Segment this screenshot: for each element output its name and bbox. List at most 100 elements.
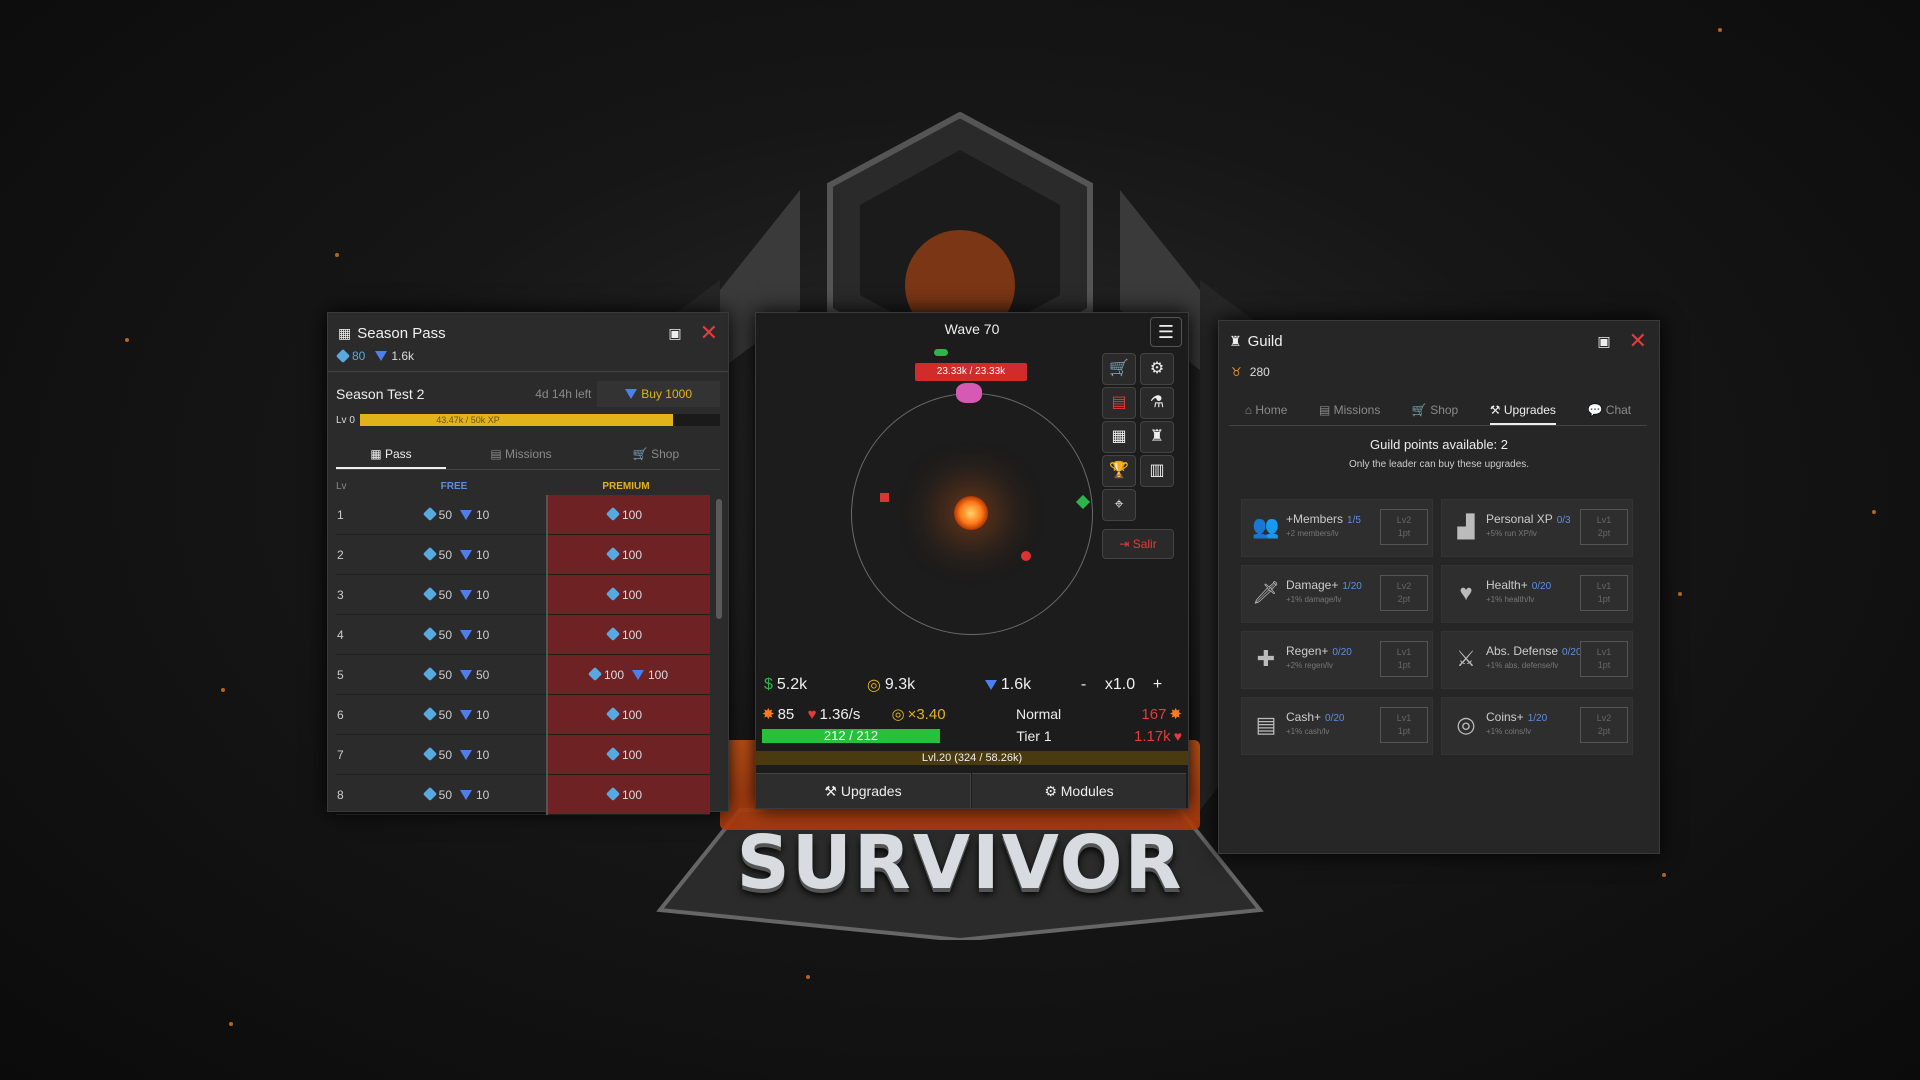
premium-cubes: 100 [621, 627, 643, 642]
tab-chat[interactable]: 💬 Chat [1587, 403, 1632, 417]
chip-icon: ⚙ [1044, 783, 1057, 799]
reward-table-scrollbar[interactable] [716, 499, 722, 619]
help-icon[interactable]: ▣ [668, 324, 682, 341]
tab-missions[interactable]: ▤ Missions [1318, 403, 1381, 417]
upgrade-count: 0/20 [1562, 647, 1582, 658]
help-icon[interactable]: ▣ [1597, 332, 1611, 349]
premium-cubes: 100 [621, 507, 643, 522]
cube-icon [605, 586, 621, 601]
exit-button[interactable]: ⇥ Salir [1102, 529, 1174, 559]
lab-flask-icon[interactable]: ⚗ [1140, 387, 1174, 419]
target-crosshair-icon[interactable]: ⌖ [1102, 489, 1136, 521]
speed-increase-button[interactable]: + [1152, 676, 1163, 693]
free-gems: 10 [476, 587, 490, 602]
free-cubes: 50 [438, 507, 452, 522]
logo-text: SURVIVOR [736, 820, 1184, 906]
free-gems: 10 [476, 707, 490, 722]
season-time-left: 4d 14h left [535, 387, 592, 401]
cube-icon [422, 746, 437, 761]
upgrade-desc: +2 members/lv [1286, 529, 1339, 538]
close-icon[interactable]: ✕ [1628, 328, 1647, 353]
tab-missions[interactable]: ▤ Missions [490, 447, 552, 461]
cube-balance: 80 [352, 349, 366, 363]
coins-icon: ◎ [1456, 712, 1476, 737]
stats-chart-icon[interactable]: ▥ [1140, 455, 1174, 487]
menu-button[interactable]: ☰ [1150, 317, 1182, 347]
modules-label: Modules [1060, 783, 1114, 799]
premium-reward[interactable]: 100 [547, 574, 710, 615]
hp-bar: 212 / 212 [762, 729, 940, 743]
tab-pass[interactable]: ▦ Pass [336, 441, 446, 469]
coin-mult-icon: ◎ [891, 706, 905, 723]
tab-upgrades[interactable]: ⚒ Upgrades [1489, 397, 1556, 425]
premium-reward[interactable]: 100 [547, 495, 710, 535]
cube-icon [422, 586, 437, 601]
premium-reward[interactable]: 100 [547, 774, 710, 815]
free-gems: 10 [476, 747, 490, 762]
guild-points-icon: ♉ [1231, 365, 1242, 379]
guild-points-value: 280 [1249, 365, 1270, 379]
buy-premium-button[interactable]: Buy 1000 [597, 381, 720, 407]
upgrade-cost: 1pt [1397, 528, 1411, 538]
season-table-icon[interactable]: ▤ [1102, 387, 1136, 419]
premium-reward[interactable]: 100 [547, 694, 710, 735]
tab-shop[interactable]: 🛒 Shop [1411, 403, 1459, 417]
hp-fill [762, 729, 940, 743]
premium-reward[interactable]: 100 [547, 734, 710, 775]
upgrade-level: Lv1 [1596, 647, 1612, 657]
gem-icon [375, 351, 388, 361]
calendar-icon: ▦ [338, 324, 352, 341]
premium-reward[interactable]: 100 [547, 534, 710, 575]
cube-icon [605, 626, 621, 641]
trophy-icon[interactable]: 🏆 [1102, 455, 1136, 487]
upgrade-count: 1/20 [1342, 581, 1362, 592]
guild-castle-icon[interactable]: ♜ [1140, 421, 1174, 453]
premium-cubes: 100 [621, 747, 643, 762]
tab-shop[interactable]: 🛒 Shop [632, 447, 680, 461]
shop-cart-icon[interactable]: 🛒 [1102, 353, 1136, 385]
cash-value: 5.2k [776, 676, 808, 693]
season-name: Season Test 2 [336, 386, 425, 402]
enemy-boss [956, 383, 982, 403]
settings-gear-icon[interactable]: ⚙ [1140, 353, 1174, 385]
upgrade-level: Lv2 [1396, 581, 1412, 591]
upgrade-desc: +1% cash/lv [1286, 727, 1330, 736]
premium-reward[interactable]: 100 [547, 614, 710, 655]
calendar-icon[interactable]: ▦ [1102, 421, 1136, 453]
speed-decrease-button[interactable]: - [1080, 676, 1087, 693]
modules-button[interactable]: ⚙ Modules [972, 773, 1186, 808]
enemy-hp: 1.17k [1133, 727, 1171, 745]
upgrades-button[interactable]: ⚒ Upgrades [756, 773, 971, 808]
cube-icon [422, 546, 437, 561]
tab-home[interactable]: ⌂ Home [1244, 403, 1288, 417]
close-icon[interactable]: ✕ [699, 320, 718, 345]
upgrade-cost: 1pt [1597, 660, 1611, 670]
